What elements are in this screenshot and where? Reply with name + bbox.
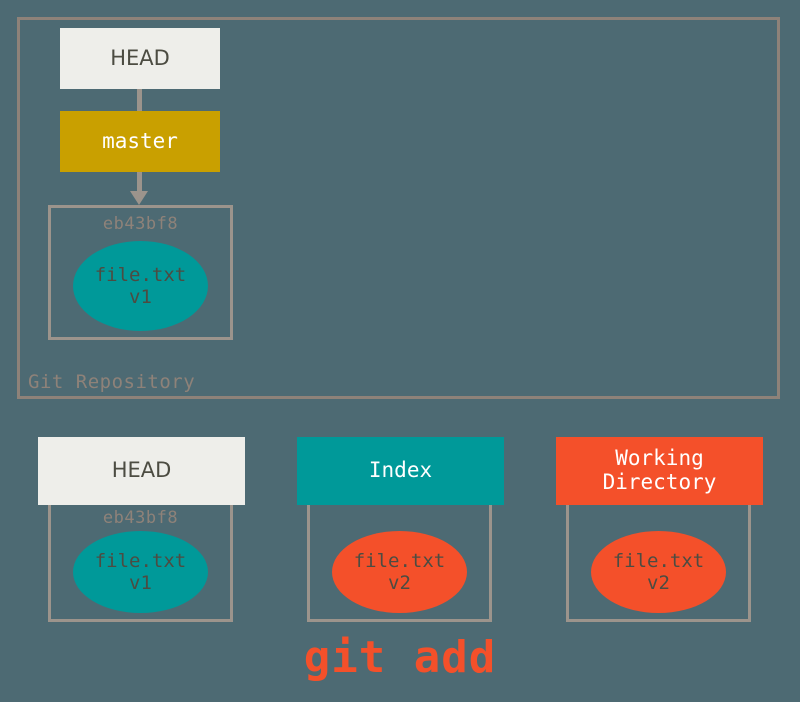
repo-head-label[interactable]: HEAD xyxy=(60,28,220,89)
area-working-directory-blob-version: v2 xyxy=(647,572,670,594)
repo-commit-sha: eb43bf8 xyxy=(102,214,179,234)
repo-commit-panel: eb43bf8 file.txt v1 xyxy=(48,205,233,340)
area-index-blob[interactable]: file.txt v2 xyxy=(332,531,467,613)
repo-commit-blob-name: file.txt xyxy=(94,263,187,286)
git-repository-frame xyxy=(17,17,780,399)
area-head-header[interactable]: HEAD xyxy=(38,437,245,505)
command-label: git add xyxy=(303,632,497,683)
area-working-directory-panel: file.txt v2 xyxy=(566,505,751,622)
area-head-blob-version: v1 xyxy=(129,572,152,594)
area-working-directory-header[interactable]: Working Directory xyxy=(556,437,763,505)
area-head-blob-name: file.txt xyxy=(94,549,187,572)
area-working-directory-blob-name: file.txt xyxy=(612,549,705,572)
connector-master-to-commit xyxy=(137,172,142,193)
area-head-panel: eb43bf8 file.txt v1 xyxy=(48,505,233,622)
area-index-blob-version: v2 xyxy=(388,572,411,594)
area-head-blob[interactable]: file.txt v1 xyxy=(73,531,208,613)
repo-branch-label-master[interactable]: master xyxy=(60,111,220,172)
area-head-sha: eb43bf8 xyxy=(102,508,179,528)
repo-commit-blob[interactable]: file.txt v1 xyxy=(73,241,208,331)
area-index-header[interactable]: Index xyxy=(297,437,504,505)
repo-commit-blob-version: v1 xyxy=(129,286,152,308)
connector-head-to-master xyxy=(137,89,142,111)
arrow-head-icon xyxy=(130,191,148,205)
area-index-blob-name: file.txt xyxy=(353,549,446,572)
area-index-panel: file.txt v2 xyxy=(307,505,492,622)
git-repository-caption: Git Repository xyxy=(28,371,196,393)
area-working-directory-blob[interactable]: file.txt v2 xyxy=(591,531,726,613)
